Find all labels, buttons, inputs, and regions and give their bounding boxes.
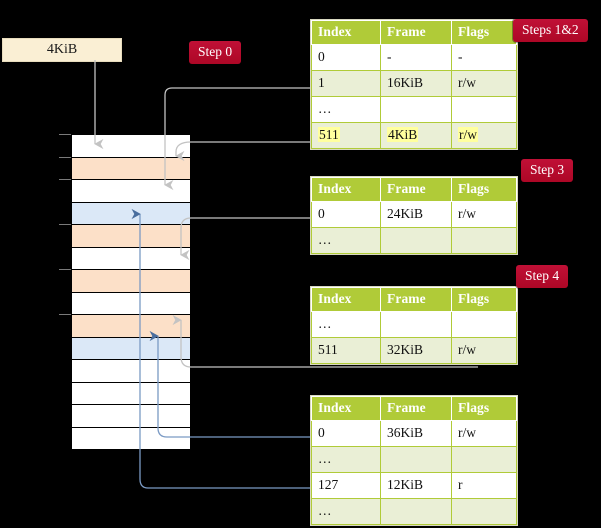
- table-row: 511 4KiB r/w: [311, 122, 517, 149]
- table-row: …: [311, 227, 517, 254]
- memory-frame-row: [71, 291, 191, 315]
- cell-frame: 36KiB: [380, 420, 452, 447]
- cell-index: …: [311, 311, 381, 338]
- cell-index: …: [311, 498, 381, 525]
- cell-index: 127: [311, 472, 381, 499]
- cell-frame: -: [380, 44, 452, 71]
- table-row: …: [311, 446, 517, 473]
- badge-steps-1-2: Steps 1&2: [513, 19, 588, 42]
- cell-flags: -: [451, 44, 517, 71]
- column-header-index: Index: [311, 396, 381, 421]
- cell-flags: r/w: [451, 70, 517, 97]
- highlighted-value: 511: [318, 127, 340, 142]
- cell-index: 511: [311, 337, 381, 364]
- memory-frame-row: [71, 269, 191, 293]
- badge-step-0: Step 0: [189, 41, 242, 64]
- memory-row-tick: [59, 269, 71, 270]
- memory-frame-row: [71, 246, 191, 270]
- cell-frame: 4KiB: [380, 122, 452, 149]
- cell-flags: r/w: [451, 201, 517, 228]
- memory-row-tick: [59, 224, 71, 225]
- column-header-flags: Flags: [451, 396, 517, 421]
- cell-frame: [380, 498, 452, 525]
- column-header-frame: Frame: [380, 20, 452, 45]
- source-frame-box: 4KiB: [2, 38, 122, 62]
- cell-index: 511: [311, 122, 381, 149]
- cell-index: 1: [311, 70, 381, 97]
- table-row: …: [311, 96, 517, 123]
- source-frame-label: 4KiB: [46, 42, 78, 57]
- cell-index: …: [311, 446, 381, 473]
- cell-frame: 32KiB: [380, 337, 452, 364]
- highlighted-value: r/w: [458, 127, 478, 142]
- memory-frame-row: [71, 224, 191, 248]
- column-header-frame: Frame: [380, 177, 452, 202]
- cell-flags: [451, 227, 517, 254]
- memory-row-tick: [59, 179, 71, 180]
- memory-row-tick: [59, 134, 71, 135]
- cell-frame: [380, 227, 452, 254]
- cell-flags: [451, 498, 517, 525]
- badge-step-4: Step 4: [516, 265, 569, 288]
- cell-flags: [451, 446, 517, 473]
- memory-frame-row: [71, 156, 191, 180]
- cell-index: 0: [311, 420, 381, 447]
- memory-frame-row: [71, 359, 191, 383]
- column-header-frame: Frame: [380, 396, 452, 421]
- memory-row-tick: [59, 314, 71, 315]
- column-header-flags: Flags: [451, 20, 517, 45]
- cell-index: 0: [311, 201, 381, 228]
- cell-frame: [380, 446, 452, 473]
- column-header-index: Index: [311, 20, 381, 45]
- memory-frame-row: [71, 336, 191, 360]
- memory-frame-row: [71, 179, 191, 203]
- badge-step-3: Step 3: [521, 159, 574, 182]
- memory-frame-row: [71, 404, 191, 428]
- column-header-frame: Frame: [380, 287, 452, 312]
- memory-frame-row: [71, 134, 191, 158]
- cell-frame: 16KiB: [380, 70, 452, 97]
- memory-frame-row: [71, 426, 191, 450]
- memory-frame-row: [71, 201, 191, 225]
- cell-index: …: [311, 227, 381, 254]
- memory-frame-row: [71, 381, 191, 405]
- memory-frame-row: [71, 314, 191, 338]
- cell-frame: [380, 311, 452, 338]
- column-header-flags: Flags: [451, 287, 517, 312]
- cell-flags: [451, 311, 517, 338]
- cell-flags: r: [451, 472, 517, 499]
- cell-flags: [451, 96, 517, 123]
- table-row: …: [311, 498, 517, 525]
- column-header-index: Index: [311, 177, 381, 202]
- highlighted-value: 4KiB: [387, 127, 419, 142]
- column-header-flags: Flags: [451, 177, 517, 202]
- cell-flags: r/w: [451, 420, 517, 447]
- cell-flags: r/w: [451, 337, 517, 364]
- table-row: 0--: [311, 44, 517, 71]
- column-header-index: Index: [311, 287, 381, 312]
- cell-frame: [380, 96, 452, 123]
- cell-index: 0: [311, 44, 381, 71]
- cell-frame: 12KiB: [380, 472, 452, 499]
- memory-row-tick: [59, 156, 71, 158]
- cell-frame: 24KiB: [380, 201, 452, 228]
- cell-flags: r/w: [451, 122, 517, 149]
- physical-memory-column: [59, 134, 191, 450]
- table-row: …: [311, 311, 517, 338]
- cell-index: …: [311, 96, 381, 123]
